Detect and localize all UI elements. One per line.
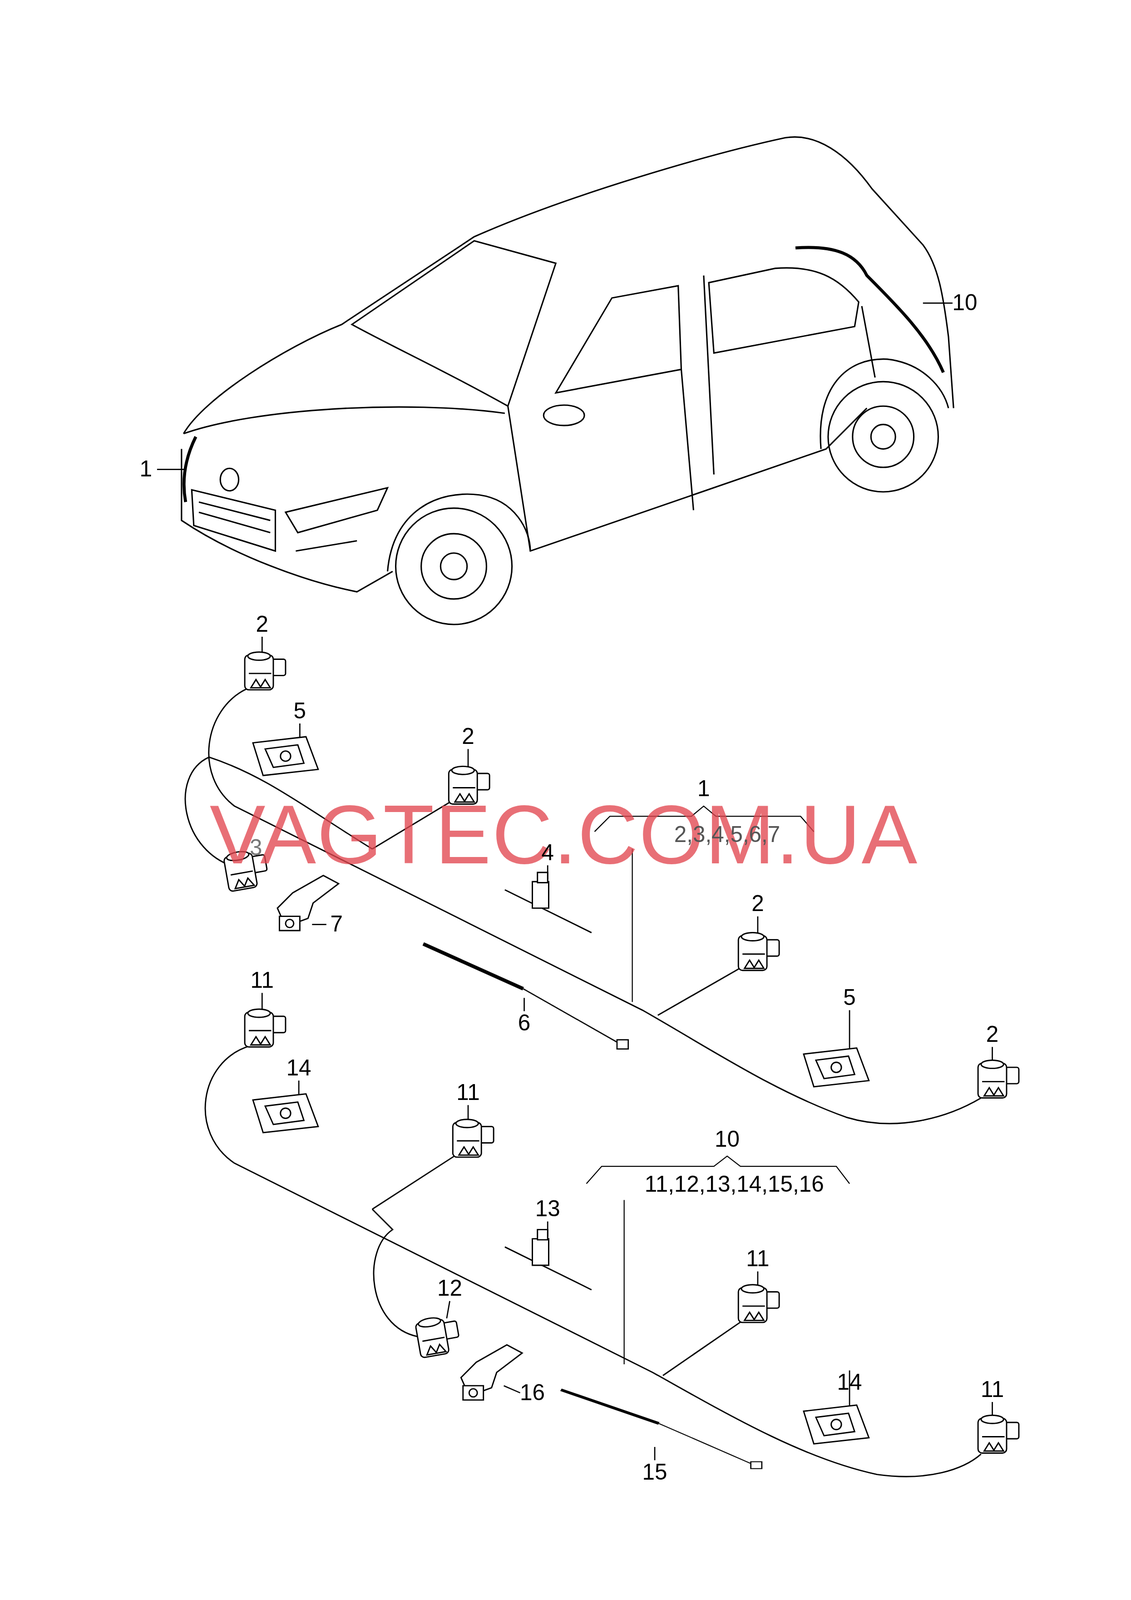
callout-number: 1 bbox=[139, 458, 153, 481]
line-art bbox=[828, 381, 939, 492]
callout-number: 14 bbox=[286, 1056, 312, 1080]
line-art bbox=[977, 1414, 1019, 1453]
line-art bbox=[708, 267, 859, 354]
group-contents: 11,12,13,14,15,16 bbox=[644, 1173, 825, 1196]
line-art bbox=[372, 1154, 456, 1209]
line-art bbox=[508, 405, 868, 551]
line-art bbox=[208, 688, 982, 1124]
line-art bbox=[795, 247, 944, 373]
line-art bbox=[803, 1047, 870, 1087]
line-art bbox=[460, 1344, 523, 1400]
callout-number: 6 bbox=[518, 1012, 531, 1035]
callout-number: 4 bbox=[541, 841, 554, 865]
line-art bbox=[452, 1119, 494, 1157]
line-art bbox=[285, 487, 388, 533]
line-art bbox=[181, 449, 393, 593]
callout-number: 3 bbox=[249, 836, 263, 859]
line-art bbox=[372, 1208, 419, 1337]
callout-number: 10 bbox=[714, 1128, 740, 1151]
line-art bbox=[440, 553, 467, 580]
callout-number: 5 bbox=[843, 986, 856, 1009]
line-art bbox=[923, 302, 953, 304]
line-art bbox=[662, 1321, 742, 1376]
line-art bbox=[504, 1229, 592, 1290]
callout-number: 2 bbox=[751, 892, 765, 915]
line-art bbox=[183, 137, 954, 434]
line-art bbox=[183, 406, 505, 434]
line-art bbox=[504, 872, 592, 933]
callout-number: 13 bbox=[535, 1197, 561, 1220]
line-art bbox=[543, 404, 585, 426]
line-art bbox=[977, 1059, 1019, 1098]
callout-number: 11 bbox=[980, 1377, 1004, 1401]
callout-number: 11 bbox=[745, 1247, 770, 1270]
callout-number: 1 bbox=[697, 777, 711, 800]
line-art bbox=[803, 1404, 870, 1444]
line-art bbox=[414, 1313, 462, 1358]
line-art bbox=[560, 1389, 762, 1469]
callout-number: 2 bbox=[986, 1023, 999, 1046]
callout-number: 12 bbox=[437, 1277, 463, 1300]
group-brackets bbox=[586, 805, 850, 1364]
callout-number: 7 bbox=[330, 913, 343, 936]
car-outline bbox=[181, 137, 954, 625]
line-art bbox=[295, 540, 357, 551]
line-art bbox=[183, 436, 196, 503]
line-art bbox=[852, 405, 914, 468]
line-art bbox=[191, 489, 276, 551]
line-art bbox=[738, 932, 780, 971]
line-art bbox=[252, 736, 319, 776]
line-art bbox=[681, 275, 875, 511]
line-art bbox=[654, 1401, 993, 1460]
line-art bbox=[198, 501, 271, 533]
line-art bbox=[244, 1008, 286, 1047]
line-art bbox=[351, 240, 556, 406]
callout-number: 16 bbox=[519, 1381, 545, 1404]
line-art bbox=[157, 468, 186, 470]
callout-number: 11 bbox=[456, 1081, 480, 1104]
line-art bbox=[387, 493, 531, 572]
line-art bbox=[738, 1284, 780, 1323]
line-art bbox=[423, 943, 628, 1049]
line-art bbox=[244, 651, 286, 690]
callout-number: 2 bbox=[256, 612, 269, 636]
line-art bbox=[870, 424, 896, 450]
callout-number: 5 bbox=[293, 699, 307, 722]
line-art bbox=[395, 508, 513, 625]
harness-wires bbox=[185, 688, 982, 1477]
watermark: VAGTEC.COM.UA bbox=[209, 792, 919, 877]
line-art bbox=[657, 967, 742, 1016]
line-art bbox=[252, 1093, 319, 1133]
line-art bbox=[849, 1009, 993, 1063]
callout-number: 14 bbox=[837, 1371, 863, 1394]
line-art bbox=[414, 1313, 462, 1358]
leader-lines bbox=[157, 302, 993, 1460]
harness-on-car bbox=[183, 247, 944, 503]
line-art bbox=[205, 1045, 982, 1477]
line-art bbox=[555, 285, 682, 393]
callout-number: 2 bbox=[461, 725, 475, 748]
callout-number: 11 bbox=[250, 968, 274, 992]
callout-number: 15 bbox=[642, 1460, 668, 1483]
parts bbox=[222, 651, 1019, 1469]
group-contents: 2,3,4,5,6,7 bbox=[674, 823, 781, 846]
line-art bbox=[623, 1199, 625, 1364]
line-art bbox=[311, 864, 758, 1011]
line-art bbox=[560, 1389, 762, 1469]
callout-number: 10 bbox=[952, 291, 978, 315]
line-art bbox=[421, 533, 487, 599]
line-art bbox=[220, 468, 239, 491]
line-art bbox=[446, 1271, 850, 1407]
line-art bbox=[277, 875, 339, 931]
